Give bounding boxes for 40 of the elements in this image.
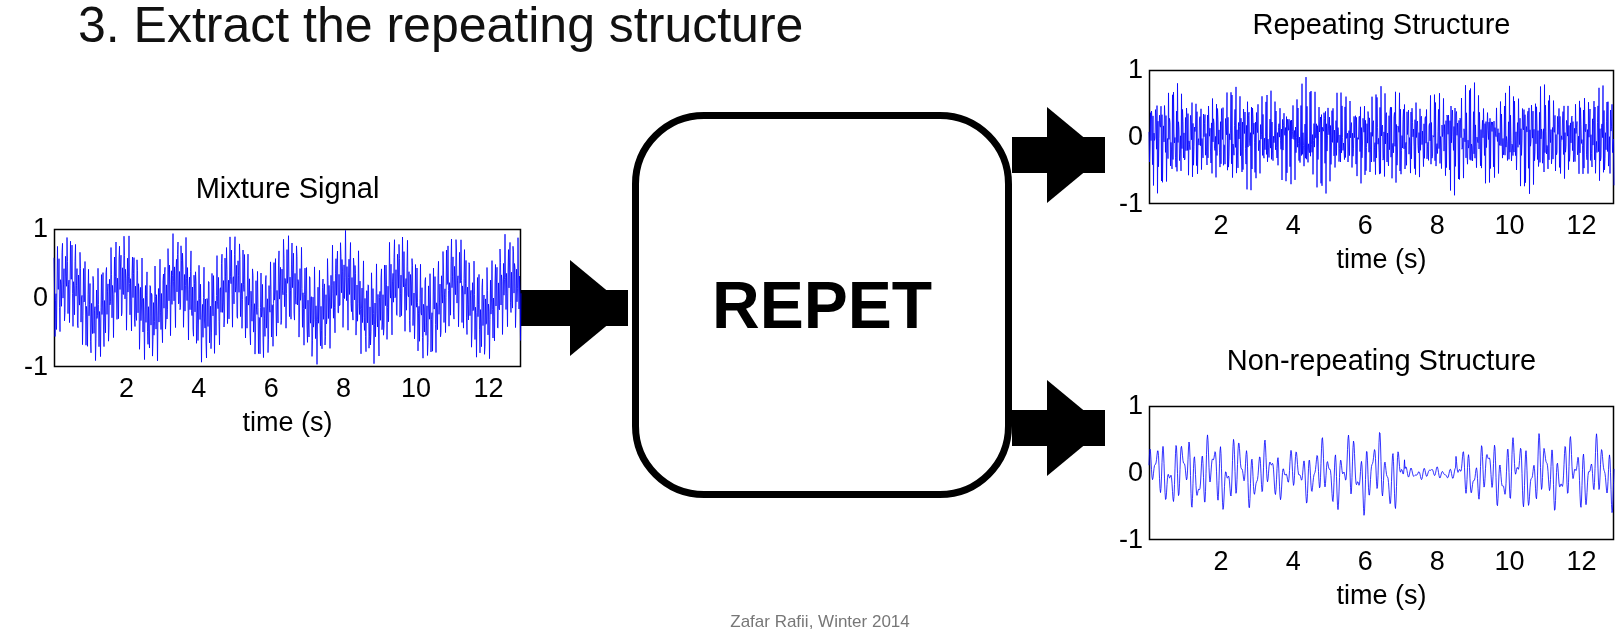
axis-tick-label: 12 bbox=[1566, 546, 1597, 577]
axis-label: time (s) bbox=[242, 407, 333, 438]
plot-title: Non-repeating Structure bbox=[1226, 344, 1537, 377]
footer-text: Zafar Rafii, Winter 2014 bbox=[730, 612, 910, 632]
axis-tick-label: 2 bbox=[118, 373, 134, 404]
axis-tick-label: 0 bbox=[1127, 121, 1143, 152]
axis-tick-label: -1 bbox=[1119, 188, 1143, 219]
axis-tick-label: 2 bbox=[1213, 210, 1229, 241]
axis-label: time (s) bbox=[1336, 580, 1427, 611]
axis-tick-label: 1 bbox=[32, 213, 48, 244]
axis-tick-label: 12 bbox=[473, 373, 504, 404]
axis-tick-label: -1 bbox=[24, 351, 48, 382]
axis-tick-label: 10 bbox=[1494, 546, 1525, 577]
axis-tick-label: 12 bbox=[1566, 210, 1597, 241]
axis-tick-label: 10 bbox=[401, 373, 431, 404]
block-arrow bbox=[1012, 380, 1105, 476]
axis-tick-label: 6 bbox=[1357, 210, 1373, 241]
plot-title: Repeating Structure bbox=[1252, 8, 1511, 41]
axis-tick-label: 4 bbox=[1285, 546, 1301, 577]
axis-tick-label: 1 bbox=[1127, 390, 1143, 421]
axis-tick-label: 2 bbox=[1213, 546, 1229, 577]
axis-tick-label: 4 bbox=[191, 373, 207, 404]
process-box bbox=[632, 112, 1012, 498]
axis-tick-label: 10 bbox=[1494, 210, 1525, 241]
axis-tick-label: 0 bbox=[32, 282, 48, 313]
axis-tick-label: 0 bbox=[1127, 457, 1143, 488]
axis-tick-label: 8 bbox=[1429, 210, 1445, 241]
axis-tick-label: -1 bbox=[1119, 524, 1143, 555]
axis-tick-label: 8 bbox=[336, 373, 352, 404]
block-arrow bbox=[521, 260, 628, 356]
node-label: REPET bbox=[711, 267, 932, 343]
axis-tick-label: 6 bbox=[263, 373, 279, 404]
axis-tick-label: 6 bbox=[1357, 546, 1373, 577]
plot-title: Mixture Signal bbox=[195, 172, 380, 205]
block-arrow bbox=[1012, 107, 1105, 203]
axis-tick-label: 1 bbox=[1127, 54, 1143, 85]
axis-tick-label: 4 bbox=[1285, 210, 1301, 241]
axis-label: time (s) bbox=[1336, 244, 1427, 275]
axis-tick-label: 8 bbox=[1429, 546, 1445, 577]
slide-title: 3. Extract the repeating structure bbox=[78, 0, 804, 54]
